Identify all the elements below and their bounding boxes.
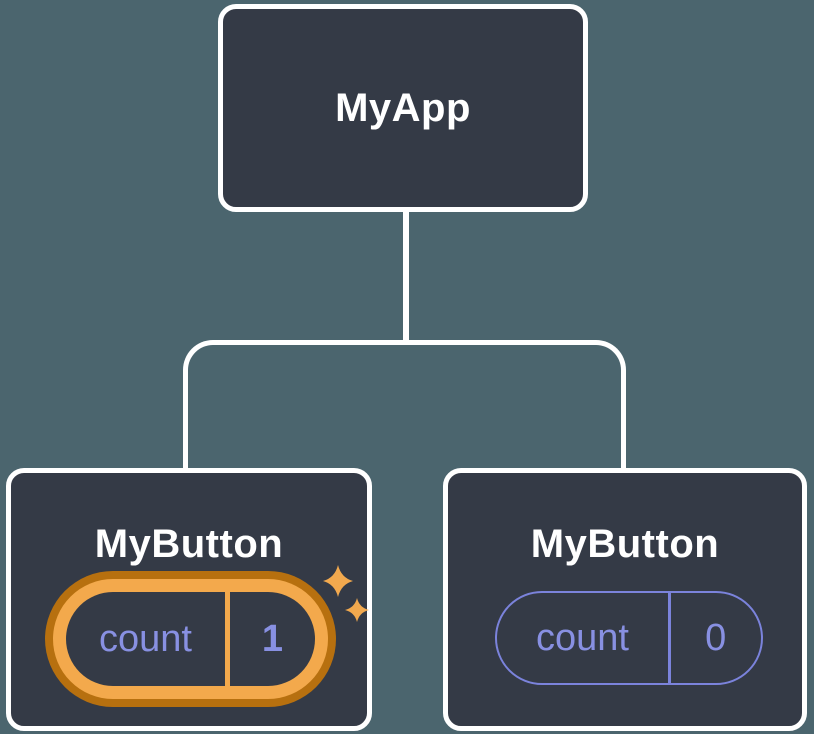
state-pill-highlighted: count 1 (66, 592, 315, 686)
state-value-label: 0 (705, 616, 727, 659)
state-pill-normal: count 0 (495, 591, 763, 685)
state-name-label: count (536, 616, 629, 659)
state-value-label: 1 (261, 617, 284, 660)
child-node-label: MyButton (94, 522, 284, 566)
pill-divider (225, 592, 230, 686)
connector-root-stem (403, 209, 409, 345)
component-node-root: MyApp (218, 4, 588, 212)
pill-divider (668, 593, 671, 683)
root-node-label: MyApp (335, 85, 471, 130)
child-node-label: MyButton (530, 522, 720, 566)
connector-branch-bracket (183, 340, 626, 470)
component-node-child-2: MyButton (443, 468, 807, 731)
state-name-label: count (99, 617, 192, 660)
component-node-child-1: MyButton (6, 468, 372, 731)
sparkle-icon (323, 565, 369, 622)
